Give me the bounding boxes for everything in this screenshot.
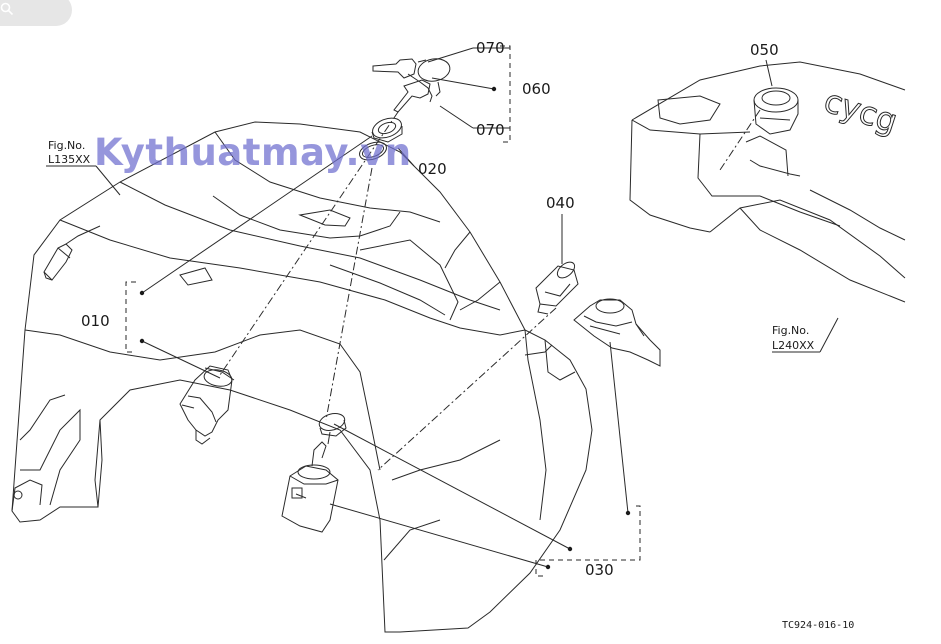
dashboard-panel: [11, 121, 593, 633]
label-050: 050: [750, 41, 779, 59]
drawing-code: TC924-016-10: [782, 620, 854, 631]
nut-and-oring: [359, 117, 403, 161]
ignition-keys: [372, 58, 451, 113]
ignition-switch: [179, 365, 235, 445]
watermark: Kythuatmay.vn: [94, 131, 412, 174]
center-lines: [219, 109, 761, 471]
group-brackets: [125, 45, 641, 577]
label-010: 010: [81, 312, 110, 330]
indicator-lamp: [43, 225, 101, 281]
cap-knob: [573, 298, 661, 367]
fig-ref-1-code: L135XX: [48, 153, 91, 166]
small-nut: [318, 413, 347, 445]
leader-lines: [46, 47, 839, 568]
label-030: 030: [585, 561, 614, 579]
fig-ref-1-title: Fig.No.: [48, 139, 85, 152]
label-070-upper: 070: [476, 39, 505, 57]
label-070-lower: 070: [476, 121, 505, 139]
tank-brand-text: cycg: [820, 81, 903, 140]
fig-ref-2-code: L240XX: [772, 339, 815, 352]
search-button[interactable]: [0, 0, 72, 26]
fig-ref-2-title: Fig.No.: [772, 324, 809, 337]
fuel-tank: [629, 61, 906, 303]
tank-cap: [745, 87, 801, 177]
label-020: 020: [418, 160, 447, 178]
label-040: 040: [546, 194, 575, 212]
search-icon: [0, 2, 14, 16]
switch-housing: [281, 441, 339, 533]
connector-plug: [535, 261, 579, 315]
label-060: 060: [522, 80, 551, 98]
leader-dots: [139, 86, 631, 570]
